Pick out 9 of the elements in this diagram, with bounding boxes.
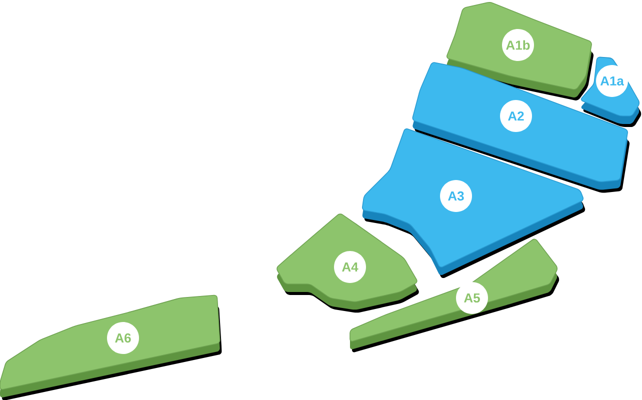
zone-label: A6 bbox=[107, 322, 139, 354]
zone-shape bbox=[276, 214, 419, 313]
zone-label: A1a bbox=[596, 65, 628, 97]
zone-label: A1b bbox=[502, 29, 534, 61]
zone-label: A5 bbox=[456, 282, 488, 314]
zone-label: A2 bbox=[500, 100, 532, 132]
zone-label: A4 bbox=[334, 251, 366, 283]
zone-shape bbox=[0, 294, 222, 400]
zone-label: A3 bbox=[440, 180, 472, 212]
